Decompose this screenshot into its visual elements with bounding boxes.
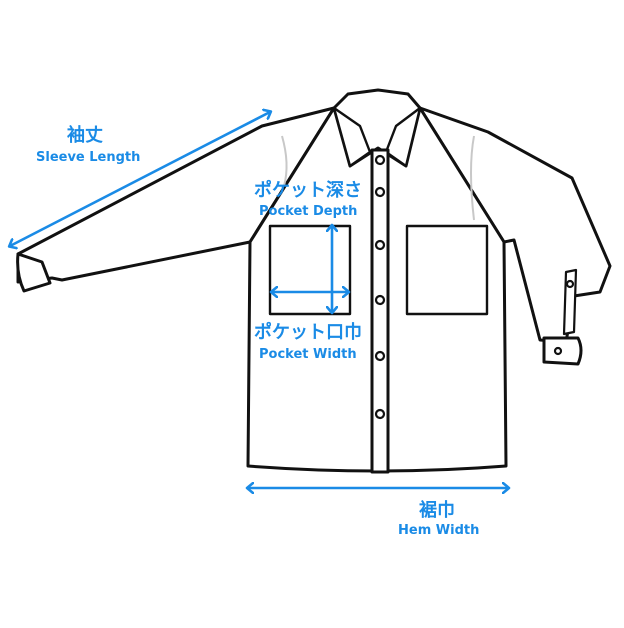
sleeve-placket — [562, 268, 578, 336]
right-chest-pocket — [405, 224, 489, 316]
pocket-depth-en-label: Pocket Depth — [259, 204, 358, 219]
left-cuff — [16, 252, 52, 293]
front-placket — [370, 148, 390, 474]
right-cuff — [542, 336, 583, 366]
cuff-button — [553, 346, 563, 356]
left-chest-pocket — [268, 224, 352, 316]
button — [374, 239, 386, 251]
sleeve-length-jp-label: 袖丈 — [67, 125, 103, 146]
hem-width-en-label: Hem Width — [398, 523, 480, 538]
pocket-width-jp-label: ポケット口巾 — [254, 322, 362, 343]
sleeve-length-arrow — [10, 112, 270, 246]
button — [374, 154, 386, 166]
collar-left-point — [332, 106, 372, 168]
pocket-width-en-label: Pocket Width — [259, 347, 357, 362]
front-buttons — [374, 154, 575, 420]
button — [374, 408, 386, 420]
button — [374, 186, 386, 198]
cuff-button — [565, 279, 575, 289]
side-seams — [281, 135, 475, 221]
sleeve-length-en-label: Sleeve Length — [36, 150, 141, 165]
button — [374, 350, 386, 362]
pocket-depth-jp-label: ポケット深さ — [254, 180, 362, 201]
hem-width-jp-label: 裾巾 — [419, 500, 455, 521]
button — [374, 294, 386, 306]
long-sleeve-shirt-icon — [16, 88, 612, 474]
